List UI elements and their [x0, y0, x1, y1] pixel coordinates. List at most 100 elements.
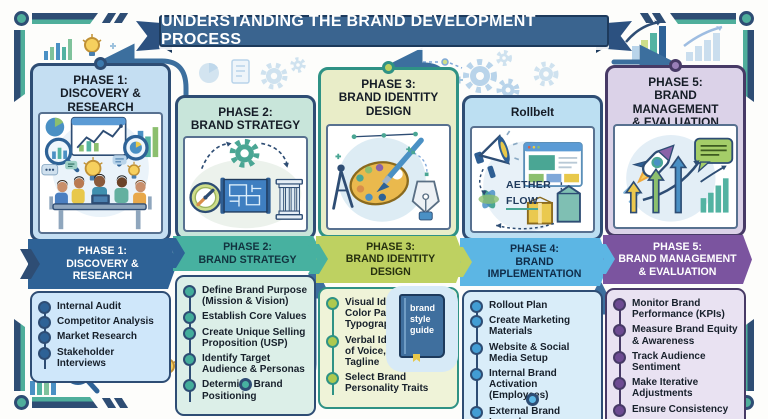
list-item: Create Marketing Materials [464, 315, 597, 337]
document-icon [231, 59, 250, 84]
list-item: Market Research [32, 331, 165, 345]
flow-arrow-icon [165, 238, 185, 268]
list-item-label: Ensure Consistency [632, 403, 729, 415]
list-item-label: Stakeholder Interviews [57, 346, 115, 369]
page-title: UNDERSTANDING THE BRAND DEVELOPMENT PROC… [159, 13, 609, 48]
paintbrush-icon [376, 137, 424, 193]
block-arrows-icon [624, 155, 688, 214]
list-item: External Brand Launch [464, 405, 597, 419]
phase-4-banner: PHASE 4: BRAND IMPLEMENTATION [460, 238, 609, 286]
gear-icon [290, 57, 306, 73]
speech-bubble-icon [65, 160, 78, 170]
brand-style-guide-book: brand style guide [399, 294, 445, 362]
phase-3-header: PHASE 3: BRAND IDENTITY DESIGN [338, 77, 439, 118]
gear-icon [463, 59, 497, 93]
pen-nib-icon [411, 180, 440, 221]
phase-5-banner: PHASE 5: BRAND MANAGEMENT & EVALUATION [603, 235, 752, 284]
list-item: Competitor Analysis [32, 316, 165, 330]
gear-icon [533, 61, 559, 87]
list-item: Monitor Brand Performance (KPIs) [607, 298, 740, 320]
plus-icon [406, 146, 412, 152]
list-item: Define Brand Purpose (Mission & Vision) [177, 285, 310, 307]
phase-1-header: PHASE 1: DISCOVERY & RESEARCH [60, 73, 141, 114]
list-item: Rollout Plan [464, 300, 597, 314]
list-item-label: Identify Target Audience & Personas [202, 352, 305, 376]
top-middle-decor [414, 50, 559, 102]
logo-text: AETHER [506, 179, 551, 191]
lightbulb-icon [127, 161, 141, 179]
lightbulb-icon [82, 34, 102, 56]
list-item-label: Create Marketing Materials [489, 315, 571, 338]
flow-arrow-icon [452, 247, 472, 277]
list-item: Establish Core Values [177, 311, 310, 325]
gear-icon [496, 78, 520, 102]
flow-node [93, 57, 107, 70]
phase-4-panel: Rollbelt AETHER FLOW [462, 95, 603, 241]
phase-1-illustration [38, 112, 163, 234]
dashed-arrow-icon [479, 168, 563, 230]
growth-arrow-icon [642, 160, 700, 202]
list-item-label: Select Brand Personality Traits [345, 372, 429, 395]
list-item-label: Monitor Brand Performance (KPIs) [632, 298, 725, 321]
phase-3-banner: PHASE 3: BRAND IDENTITY DESIGN [316, 236, 465, 283]
ribbon-fold [160, 46, 172, 53]
phase-1-panel: PHASE 1: DISCOVERY & RESEARCH [30, 57, 171, 242]
list-item: Track Audience Sentiment [607, 350, 740, 373]
corner-bar [14, 30, 25, 102]
list-item: Identify Target Audience & Personas [177, 352, 310, 376]
flow-node [668, 59, 682, 72]
flow-arrow-icon [20, 249, 40, 279]
list-item-label: Market Research [57, 331, 138, 343]
phase-1-banner: PHASE 1: DISCOVERY & RESEARCH [28, 239, 177, 289]
pie-chart-icon [45, 117, 65, 137]
phase-2-header: PHASE 2: BRAND STRATEGY [190, 105, 301, 133]
browser-window-icon [523, 142, 583, 187]
blueprint-icon [220, 177, 271, 214]
list-item: Stakeholder Interviews [32, 346, 165, 369]
flow-node [238, 378, 252, 391]
phase-2-item-list: Define Brand Purpose (Mission & Vision) E… [175, 275, 316, 416]
megaphone-icon [474, 130, 520, 179]
lightbulb-icon [83, 157, 103, 181]
phase-2-illustration [183, 136, 308, 232]
flow-arrow-icon [595, 244, 615, 274]
speech-bubble-icon [112, 155, 127, 165]
phase-3-panel: PHASE 3: BRAND IDENTITY DESIGN [318, 61, 459, 238]
dashed-arrow-icon [261, 142, 289, 168]
phase-5-header: PHASE 5: BRAND MANAGEMENT & EVALUATION [632, 75, 719, 130]
list-item-label: Rollout Plan [489, 300, 548, 311]
flow-node [381, 61, 395, 74]
ribbon-fold [596, 46, 608, 53]
aether-flow-logo: AETHER FLOW [506, 179, 551, 211]
phase-5-illustration [613, 124, 738, 229]
list-item-label: Internal Audit [57, 301, 122, 312]
list-item: Ensure Consistency [607, 403, 740, 417]
bar-chart-icon [44, 39, 72, 60]
list-item-label: Competitor Analysis [57, 316, 154, 328]
above-phase2-decor [199, 57, 306, 90]
list-item: Measure Brand Equity & Awareness [607, 324, 740, 347]
dashed-arrow-icon [200, 141, 232, 169]
pie-chart-icon [199, 62, 219, 83]
arc-handle-icon [411, 150, 429, 177]
phase-2-panel: PHASE 2: BRAND STRATEGY [175, 95, 316, 240]
list-item-label: Internal Brand Activation (Employees) [489, 367, 557, 402]
phase-2-banner: PHASE 2: BRAND STRATEGY [173, 236, 322, 271]
phase-5-panel: PHASE 5: BRAND MANAGEMENT & EVALUATION [605, 59, 746, 237]
list-item-label: Website & Social Media Setup [489, 341, 570, 364]
flow-node [525, 393, 539, 406]
speech-bubble-icon [41, 164, 59, 176]
list-item: Select Brand Personality Traits [320, 372, 453, 394]
bezier-handle-icon [351, 131, 418, 140]
list-item-label: Establish Core Values [202, 311, 307, 323]
list-item: Internal Audit [32, 301, 165, 315]
book-label: brand style guide [410, 303, 436, 335]
backdrop-circle [626, 135, 716, 222]
line-chart-window-icon [70, 116, 127, 157]
corner-bar [32, 13, 98, 24]
phase-4-header: Rollbelt [510, 105, 555, 119]
logo-text: FLOW [506, 195, 539, 211]
drafting-compass-icon [332, 164, 354, 210]
